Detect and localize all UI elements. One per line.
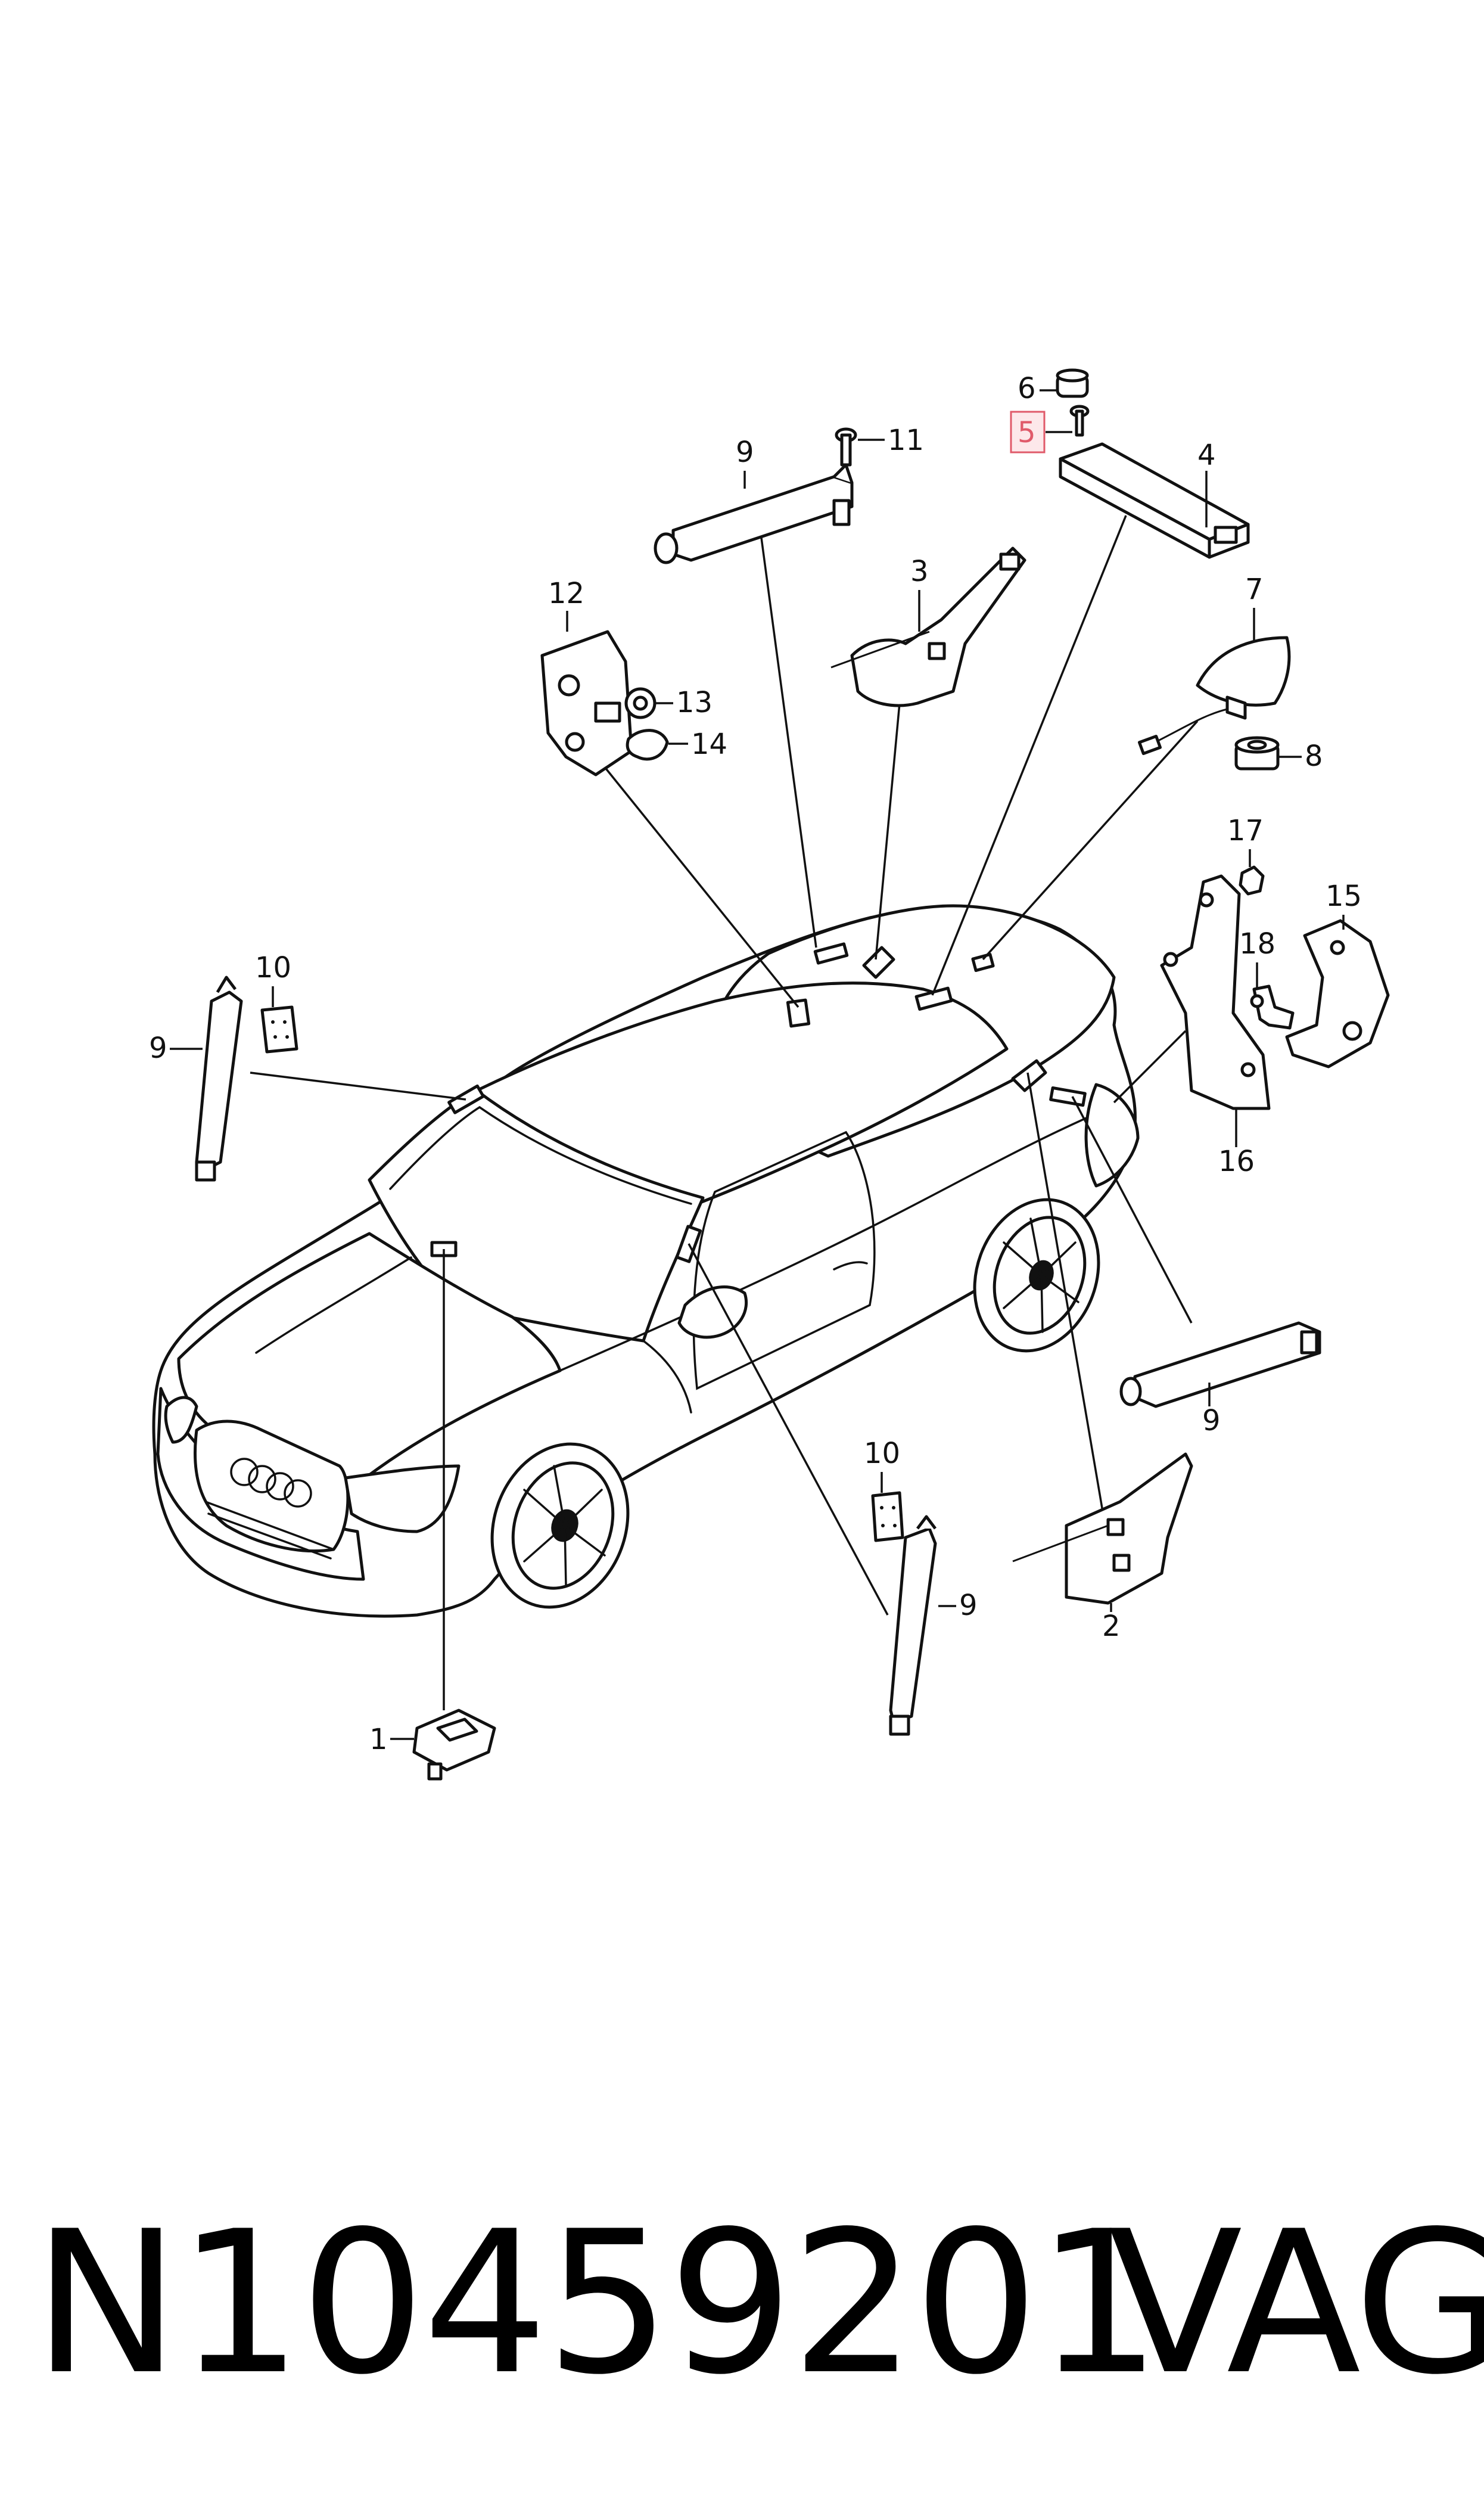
part-9-antenna-left bbox=[195, 976, 243, 1182]
callout-labels: 6 5 4 7 8 9 11 3 12 13 14 10 9 17 15 18 … bbox=[149, 372, 1362, 1756]
callout-16: 16 bbox=[1218, 1145, 1255, 1178]
callout-8: 8 bbox=[1305, 740, 1323, 773]
car-illustration bbox=[152, 904, 1140, 1618]
part-9-antenna-bottom bbox=[889, 1515, 937, 1736]
callout-12: 12 bbox=[548, 577, 584, 610]
part-9-antenna-right bbox=[1119, 1321, 1321, 1408]
part-12-bracket bbox=[540, 630, 633, 776]
part-14-nut bbox=[626, 729, 669, 761]
front-wheel bbox=[490, 1442, 630, 1609]
part-number: N10459201 bbox=[33, 2189, 1162, 2418]
leader-lines bbox=[250, 515, 1199, 1710]
callout-17: 17 bbox=[1227, 814, 1264, 847]
rear-wheel bbox=[973, 1198, 1100, 1353]
part-8-nut bbox=[1234, 736, 1280, 771]
callout-4: 4 bbox=[1197, 439, 1216, 472]
callout-9-top: 9 bbox=[736, 436, 754, 469]
parts-diagram: 6 5 4 7 8 9 11 3 12 13 14 10 9 17 15 18 … bbox=[149, 368, 1390, 1781]
callout-9-left: 9 bbox=[149, 1032, 167, 1065]
callout-1: 1 bbox=[369, 1723, 388, 1756]
part-16-bracket bbox=[1160, 874, 1271, 1110]
callout-9-right: 9 bbox=[1202, 1404, 1221, 1437]
callout-18: 18 bbox=[1239, 927, 1275, 961]
part-2-bracket bbox=[1012, 1452, 1193, 1605]
callout-14: 14 bbox=[691, 728, 727, 761]
callout-6: 6 bbox=[1018, 372, 1036, 405]
part-6-cap bbox=[1056, 368, 1089, 398]
part-13-nut bbox=[624, 687, 657, 719]
callout-7: 7 bbox=[1245, 573, 1264, 606]
callout-5: 5 bbox=[1018, 416, 1036, 449]
part-11-screw bbox=[835, 427, 857, 467]
callout-2: 2 bbox=[1102, 1610, 1121, 1643]
callout-15: 15 bbox=[1326, 880, 1362, 913]
callout-10-left: 10 bbox=[255, 951, 291, 984]
brand-label: VAG bbox=[1108, 2189, 1484, 2418]
part-17-nut bbox=[1239, 865, 1265, 896]
grille-rings bbox=[230, 1458, 312, 1508]
callout-3: 3 bbox=[910, 555, 929, 588]
part-10-pad-right bbox=[871, 1491, 904, 1542]
callout-9-bottom: 9 bbox=[959, 1589, 978, 1622]
part-4-control-unit bbox=[1059, 442, 1250, 559]
part-7-antenna bbox=[1137, 636, 1291, 756]
callout-13: 13 bbox=[676, 686, 713, 719]
part-15-bracket bbox=[1285, 919, 1390, 1069]
callout-11: 11 bbox=[888, 424, 924, 457]
part-18-clip bbox=[1250, 984, 1295, 1030]
callout-5-highlight bbox=[1010, 411, 1046, 454]
part-9-antenna-top bbox=[654, 463, 854, 564]
callout-10-right: 10 bbox=[864, 1437, 900, 1470]
part-1-sensor bbox=[412, 1709, 496, 1781]
part-5-screw bbox=[1069, 405, 1090, 437]
part-3-bracket bbox=[830, 546, 1026, 707]
part-10-pad-left bbox=[260, 1005, 298, 1054]
